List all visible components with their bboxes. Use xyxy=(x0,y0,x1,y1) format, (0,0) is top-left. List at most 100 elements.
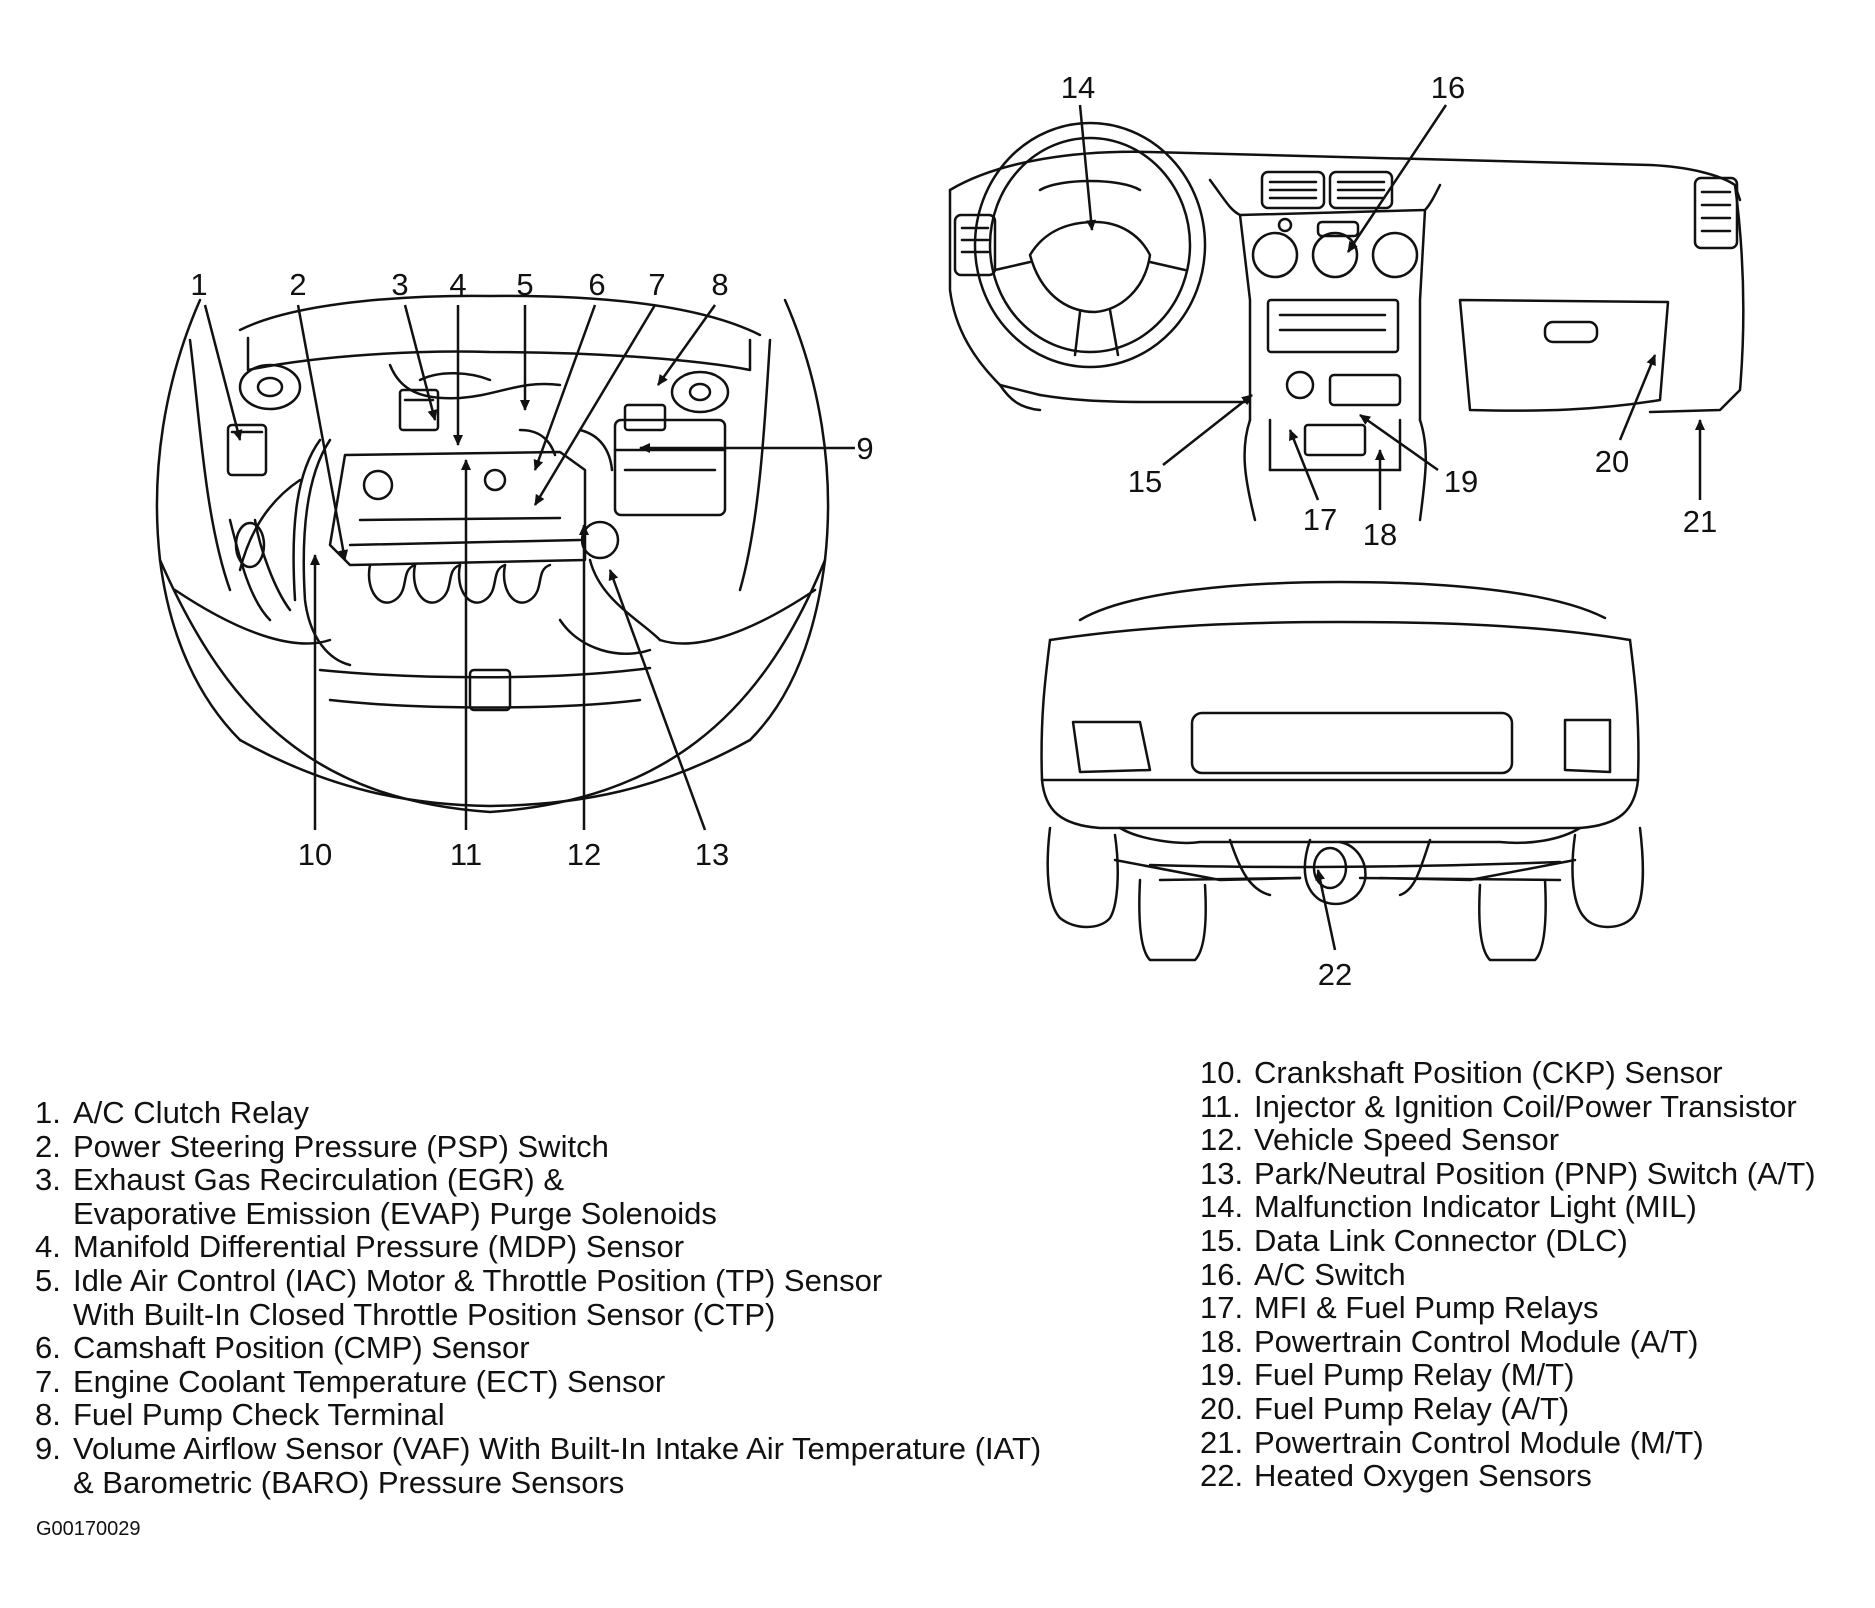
legend-item-number: 1. xyxy=(35,1095,61,1130)
legend-item-number: 12. xyxy=(1200,1122,1244,1158)
legend-item: 17. MFI & Fuel Pump Relays xyxy=(1200,1291,1816,1325)
legend-item-number: 14. xyxy=(1200,1189,1244,1225)
callout-5: 5 xyxy=(516,267,533,302)
callout-21: 21 xyxy=(1683,504,1717,539)
underbody-drawing xyxy=(1040,580,1645,962)
callout-11: 11 xyxy=(450,837,482,872)
callout-3: 3 xyxy=(391,267,408,302)
legend-item: 6. Camshaft Position (CMP) Sensor xyxy=(35,1331,1041,1365)
callout-4: 4 xyxy=(449,267,466,302)
legend-item-number: 7. xyxy=(35,1363,61,1399)
dashboard-drawing xyxy=(948,121,1745,522)
legend-item: 3. Exhaust Gas Recirculation (EGR) &Evapo… xyxy=(35,1163,1041,1230)
figure-code: G00170029 xyxy=(36,1518,141,1540)
callout-7: 7 xyxy=(648,267,665,302)
legend-item-number: 20. xyxy=(1200,1390,1244,1426)
legend-item: 18. Powertrain Control Module (A/T) xyxy=(1200,1325,1816,1359)
legend-item-number: 15. xyxy=(1200,1222,1244,1258)
legend-item-text: Crankshaft Position (CKP) Sensor xyxy=(1254,1055,1723,1090)
legend-item-number: 6. xyxy=(35,1330,61,1366)
legend-item-text: Park/Neutral Position (PNP) Switch (A/T) xyxy=(1254,1155,1816,1191)
component-locator-diagram: 1 2 3 4 5 6 7 8 9 10 11 12 13 14 15 16 1… xyxy=(155,70,1745,992)
engine-compartment-drawing xyxy=(155,294,830,814)
callout-2: 2 xyxy=(289,267,306,302)
legend-item-text: With Built-In Closed Throttle Position S… xyxy=(73,1296,776,1332)
legend-item: 14. Malfunction Indicator Light (MIL) xyxy=(1200,1190,1816,1224)
legend-item-number: 22. xyxy=(1200,1458,1244,1494)
legend-item-number: 16. xyxy=(1200,1256,1244,1292)
callout-9: 9 xyxy=(856,431,873,466)
legend-item: 2. Power Steering Pressure (PSP) Switch xyxy=(35,1128,1041,1164)
legend-item: 7. Engine Coolant Temperature (ECT) Senso… xyxy=(35,1365,1041,1399)
legend-item-text: Fuel Pump Check Terminal xyxy=(73,1397,445,1433)
legend-item-text: Powertrain Control Module (M/T) xyxy=(1254,1424,1704,1460)
callout-13: 13 xyxy=(695,837,729,872)
legend-item-text: Engine Coolant Temperature (ECT) Sensor xyxy=(73,1363,666,1399)
legend-item-text: Camshaft Position (CMP) Sensor xyxy=(73,1330,530,1366)
legend-item-number: 18. xyxy=(1200,1323,1244,1359)
callout-18: 18 xyxy=(1363,517,1397,552)
callout-8: 8 xyxy=(711,267,728,302)
legend-item-text: MFI & Fuel Pump Relays xyxy=(1254,1290,1599,1326)
legend-item: 22. Heated Oxygen Sensors xyxy=(1200,1459,1816,1493)
legend-item: 1. A/C Clutch Relay xyxy=(35,1096,1041,1130)
legend-item-number: 17. xyxy=(1200,1290,1244,1326)
legend-item-text: Exhaust Gas Recirculation (EGR) & xyxy=(73,1162,565,1198)
legend-item-number: 10. xyxy=(1200,1055,1244,1090)
legend-item-number: 5. xyxy=(35,1262,61,1298)
callout-19: 19 xyxy=(1444,464,1478,499)
legend-item-text: Volume Airflow Sensor (VAF) With Built-I… xyxy=(73,1430,1042,1466)
legend-right-list: 10. Crankshaft Position (CKP) Sensor 11. In… xyxy=(1200,1056,1816,1493)
legend-item-number: 13. xyxy=(1200,1155,1244,1191)
legend-item: 9. Volume Airflow Sensor (VAF) With Built… xyxy=(35,1432,1041,1499)
callout-12: 12 xyxy=(567,837,601,872)
legend-item-text: Fuel Pump Relay (A/T) xyxy=(1254,1390,1570,1426)
dashboard-leader-lines xyxy=(1078,104,1705,510)
legend-item-text: Malfunction Indicator Light (MIL) xyxy=(1254,1189,1697,1225)
callout-16: 16 xyxy=(1431,70,1465,105)
legend-item-text: Power Steering Pressure (PSP) Switch xyxy=(73,1128,609,1164)
callout-15: 15 xyxy=(1128,464,1162,499)
legend-item: 5. Idle Air Control (IAC) Motor & Throttl… xyxy=(35,1264,1041,1331)
engine-leader-lines xyxy=(203,304,855,831)
legend-item: 13. Park/Neutral Position (PNP) Switch (A… xyxy=(1200,1157,1816,1191)
callout-6: 6 xyxy=(588,267,605,302)
legend-item: 20. Fuel Pump Relay (A/T) xyxy=(1200,1392,1816,1426)
legend-item: 12. Vehicle Speed Sensor xyxy=(1200,1123,1816,1157)
legend-item-text: Manifold Differential Pressure (MDP) Sen… xyxy=(73,1229,685,1265)
callout-1: 1 xyxy=(190,267,207,302)
legend-item: 11. Injector & Ignition Coil/Power Transi… xyxy=(1200,1088,1816,1124)
legend-item: 19. Fuel Pump Relay (M/T) xyxy=(1200,1358,1816,1392)
legend-item: 4. Manifold Differential Pressure (MDP) S… xyxy=(35,1230,1041,1264)
callout-17: 17 xyxy=(1303,502,1337,537)
legend-item-number: 21. xyxy=(1200,1424,1244,1460)
callout-14: 14 xyxy=(1061,70,1095,105)
legend-item-text: & Barometric (BARO) Pressure Sensors xyxy=(73,1464,625,1500)
legend-item-number: 19. xyxy=(1200,1357,1244,1393)
legend-item-number: 2. xyxy=(35,1128,61,1164)
legend-item-text: Fuel Pump Relay (M/T) xyxy=(1254,1357,1575,1393)
legend-item-text: Vehicle Speed Sensor xyxy=(1254,1122,1560,1158)
underbody-leader-lines xyxy=(1315,869,1337,951)
callout-20: 20 xyxy=(1595,444,1629,479)
legend-item-text: Injector & Ignition Coil/Power Transisto… xyxy=(1254,1088,1797,1124)
legend-item-number: 3. xyxy=(35,1162,61,1198)
legend-item-text: Heated Oxygen Sensors xyxy=(1254,1458,1592,1494)
legend-item: 10. Crankshaft Position (CKP) Sensor xyxy=(1200,1056,1816,1090)
legend-item-text: Evaporative Emission (EVAP) Purge Soleno… xyxy=(73,1195,717,1231)
legend-item: 15. Data Link Connector (DLC) xyxy=(1200,1224,1816,1258)
legend-item: 8. Fuel Pump Check Terminal xyxy=(35,1398,1041,1432)
legend-item-text: Powertrain Control Module (A/T) xyxy=(1254,1323,1699,1359)
legend-item-number: 4. xyxy=(35,1229,61,1265)
legend-item-text: A/C Clutch Relay xyxy=(73,1095,310,1130)
callout-22: 22 xyxy=(1318,957,1352,992)
callout-10: 10 xyxy=(298,837,332,872)
legend-item-number: 9. xyxy=(35,1430,61,1466)
legend-item: 16. A/C Switch xyxy=(1200,1256,1816,1292)
legend-item: 21. Powertrain Control Module (M/T) xyxy=(1200,1424,1816,1460)
legend-item-text: A/C Switch xyxy=(1254,1256,1406,1292)
legend-item-number: 11. xyxy=(1200,1088,1241,1124)
legend-item-text: Idle Air Control (IAC) Motor & Throttle … xyxy=(73,1262,883,1298)
legend-item-number: 8. xyxy=(35,1397,61,1433)
legend-item-text: Data Link Connector (DLC) xyxy=(1254,1222,1628,1258)
